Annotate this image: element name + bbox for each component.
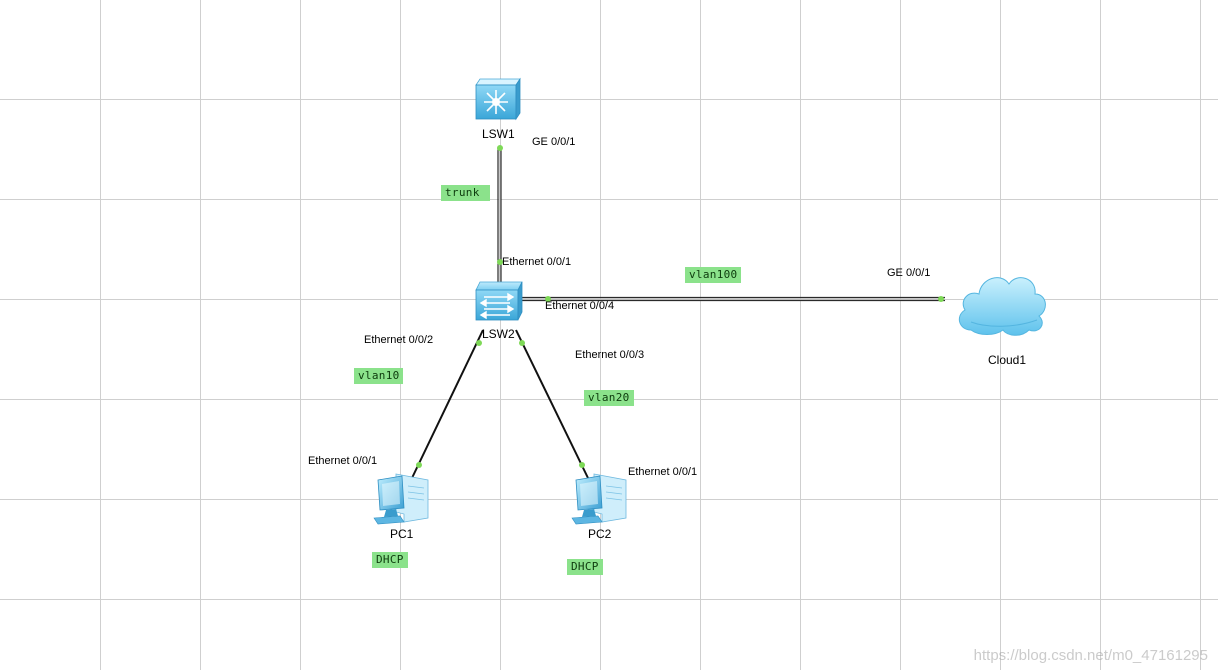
port-dot-lsw2-e4[interactable] [545,296,551,302]
device-label-lsw1: LSW1 [482,127,515,141]
pc-icon[interactable] [373,473,429,525]
port-label-lsw2-e1: Ethernet 0/0/1 [502,256,572,268]
switch-icon[interactable] [475,281,523,321]
port-dot-lsw2-e2[interactable] [476,340,482,346]
port-label-lsw2-e2: Ethernet 0/0/2 [364,334,434,346]
port-label-lsw2-e3: Ethernet 0/0/3 [575,349,645,361]
port-label-pc2-e1: Ethernet 0/0/1 [628,466,698,478]
link-lsw2-cloud1[interactable] [520,296,945,302]
link-lsw2-pc2[interactable] [515,329,589,479]
port-label-lsw2-e4: Ethernet 0/0/4 [545,300,615,312]
port-dot-pc2-e1[interactable] [579,462,585,468]
device-label-pc2: PC2 [588,527,612,541]
device-label-cloud1: Cloud1 [988,353,1027,367]
cloud-icon[interactable] [958,277,1046,336]
port-label-pc1-e1: Ethernet 0/0/1 [308,455,378,467]
core-switch-icon[interactable] [475,77,521,121]
watermark-text: https://blog.csdn.net/m0_47161295 [973,647,1208,664]
device-label-pc1: PC1 [390,527,414,541]
link-lsw2-pc1[interactable] [411,329,484,479]
tag-vlan100[interactable]: vlan100 [685,267,741,283]
tag-trunk[interactable]: trunk [441,185,490,201]
port-dot-lsw2-e3[interactable] [519,340,525,346]
tag-vlan10[interactable]: vlan10 [354,368,403,384]
pc-icon[interactable] [571,473,627,525]
port-dot-pc1-e1[interactable] [416,462,422,468]
device-label-lsw2: LSW2 [482,327,515,341]
port-label-lsw1-ge: GE 0/0/1 [532,136,576,148]
tag-vlan20[interactable]: vlan20 [584,390,634,406]
port-label-cloud-ge: GE 0/0/1 [887,267,931,279]
tag-pc2-dhcp[interactable]: DHCP [567,559,603,575]
port-dot-lsw2-e1[interactable] [497,259,503,265]
tag-pc1-dhcp[interactable]: DHCP [372,552,408,568]
port-dot-lsw1-ge[interactable] [497,145,503,151]
port-dot-cloud-ge[interactable] [938,296,944,302]
